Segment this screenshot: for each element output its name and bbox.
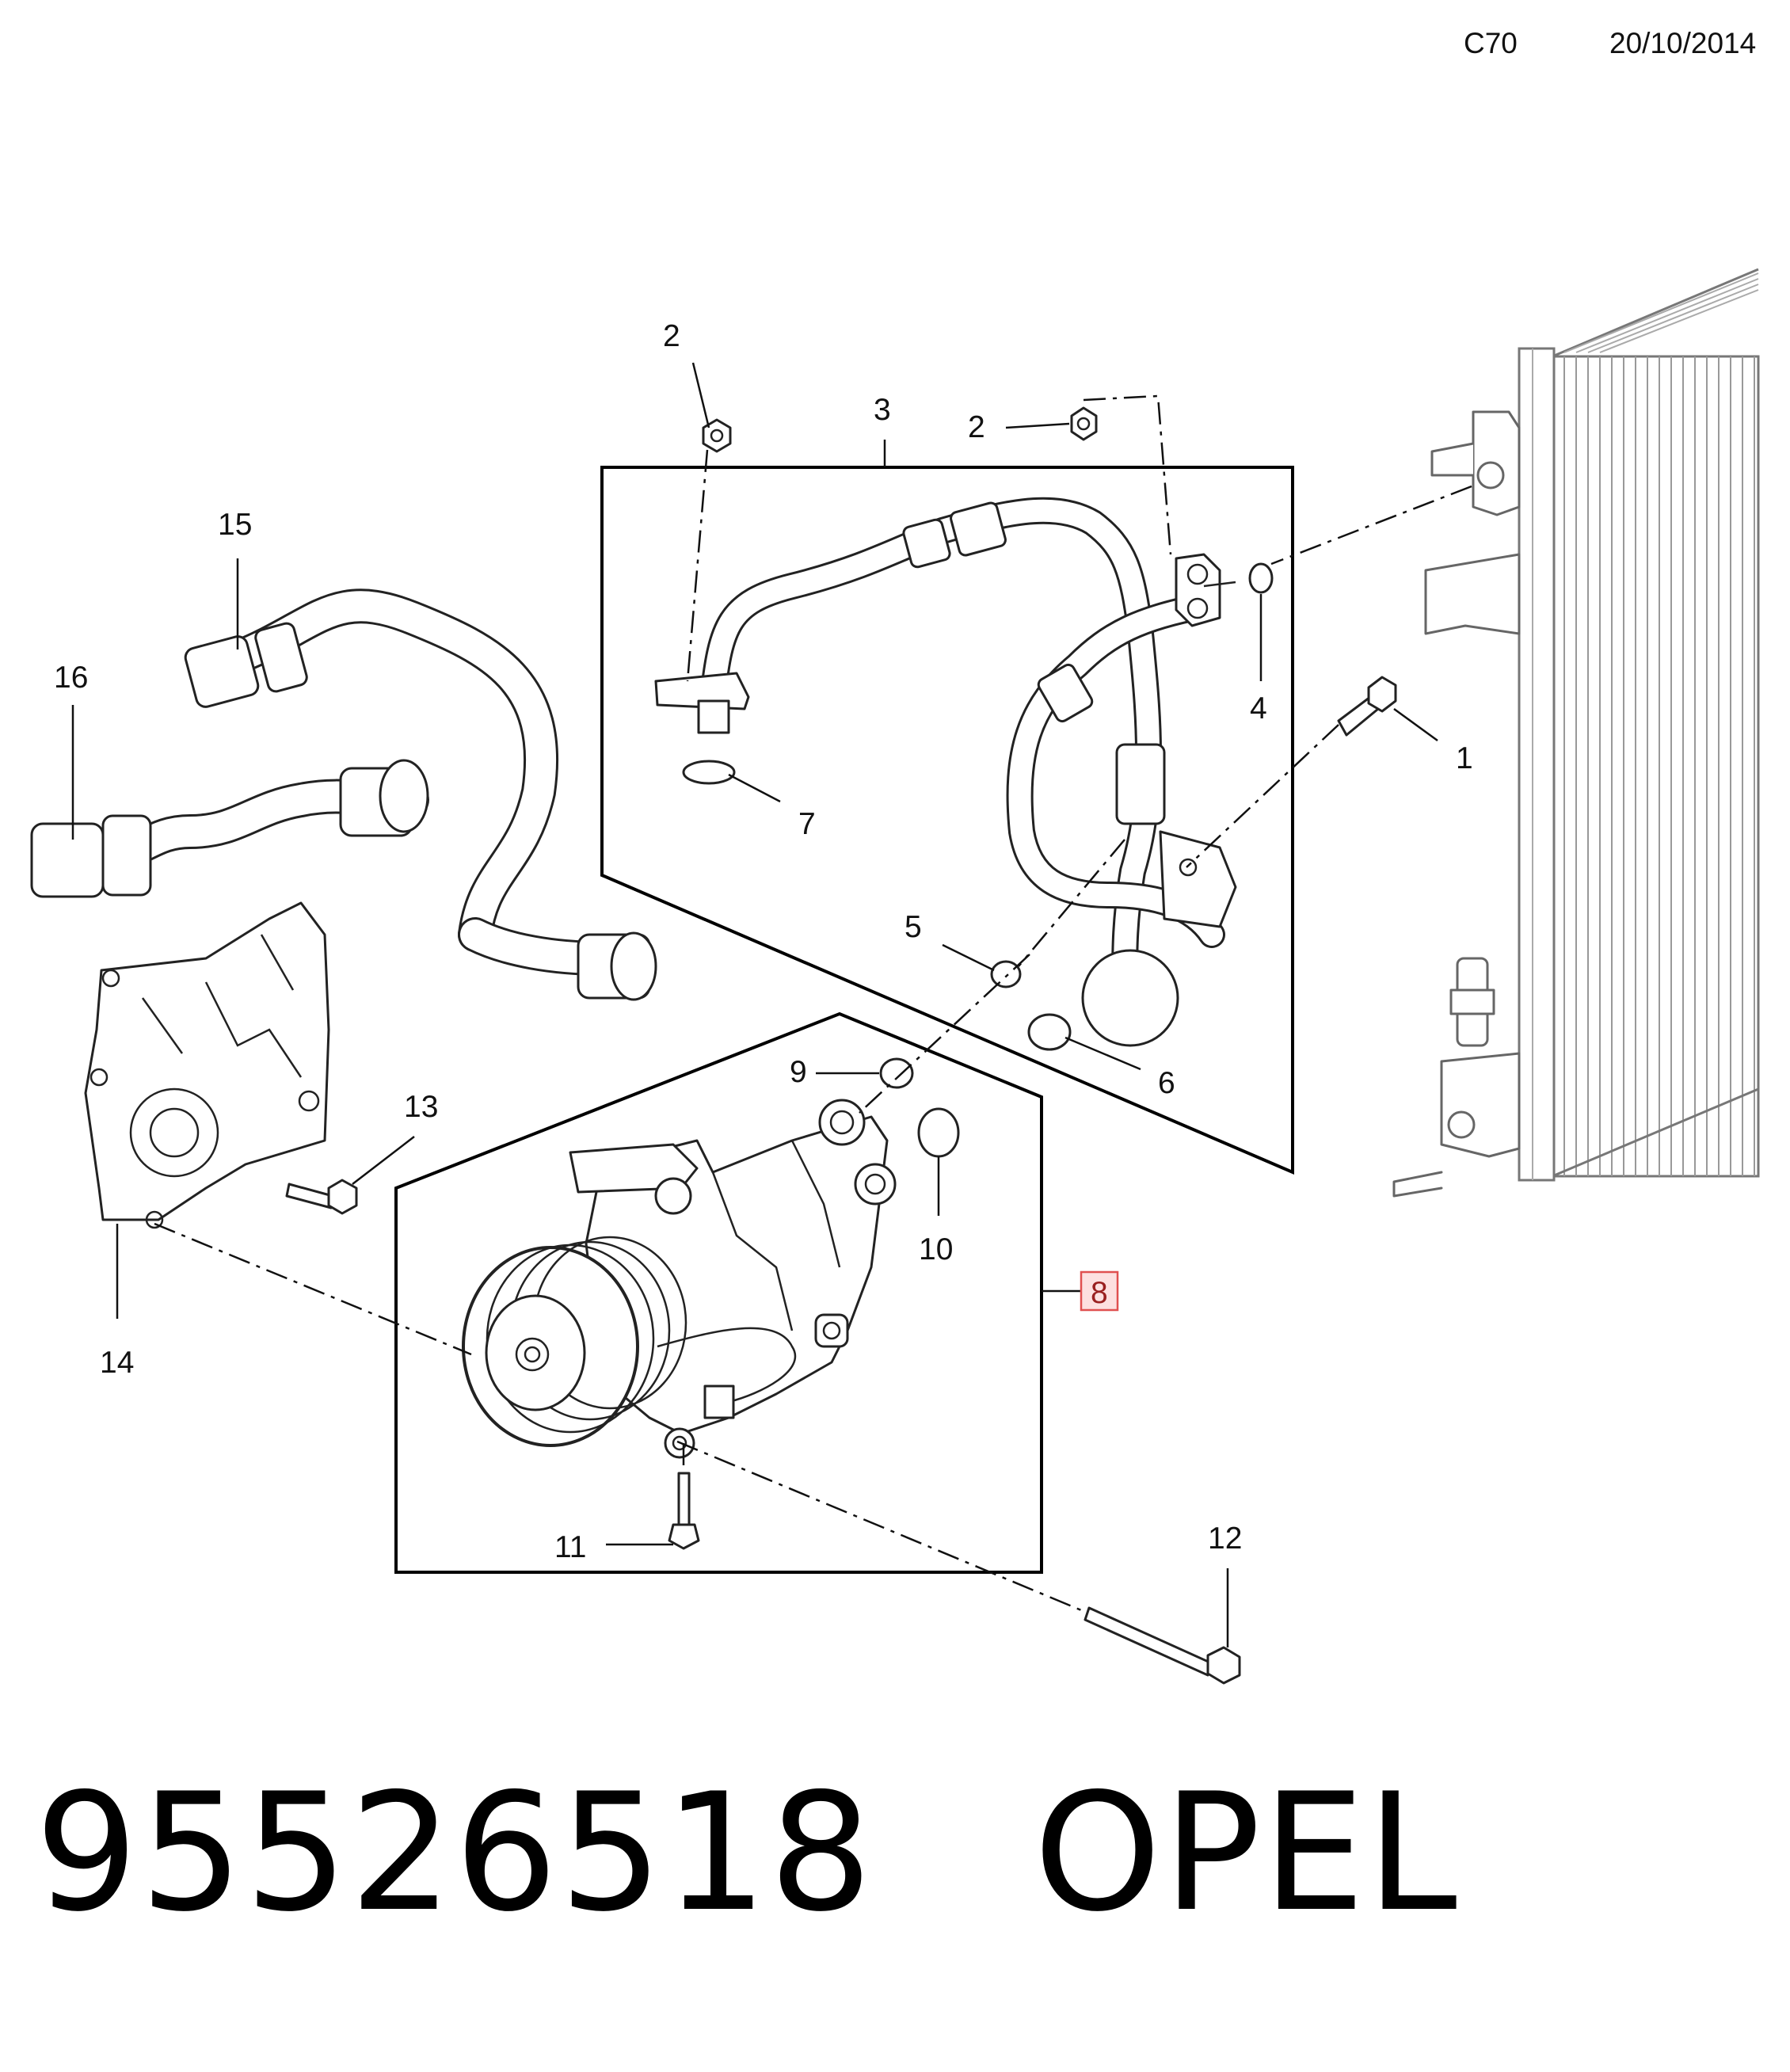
callout-12: 12 <box>1208 1522 1242 1556</box>
callout-14: 14 <box>100 1346 134 1380</box>
callout-6: 6 <box>1158 1066 1175 1100</box>
diagram-date: 20/10/2014 <box>1609 27 1757 59</box>
callout-2-top: 2 <box>663 319 680 353</box>
seal-5 <box>990 960 1022 988</box>
diagram-code: C70 <box>1464 27 1518 59</box>
callout-9: 9 <box>790 1055 807 1089</box>
compressor-8 <box>462 1099 897 1459</box>
callout-1: 1 <box>1456 741 1473 775</box>
bolt-13 <box>285 1179 358 1215</box>
nut-2-top <box>702 418 732 453</box>
callout-3: 3 <box>874 393 891 427</box>
callout-5: 5 <box>905 910 922 944</box>
callout-16: 16 <box>54 661 88 695</box>
footer-caption: 95526518 OPEL <box>35 1773 1459 1935</box>
callout-7: 7 <box>798 807 816 841</box>
part-number: 95526518 <box>35 1759 874 1948</box>
coolant-hose-15 <box>184 588 657 1001</box>
assembly-frame-3 <box>600 466 1294 1175</box>
callout-11: 11 <box>554 1530 587 1564</box>
assembly-frame-8 <box>394 1011 1043 1574</box>
brand-name: OPEL <box>1033 1759 1459 1948</box>
bolt-11 <box>668 1472 700 1550</box>
callout-13: 13 <box>404 1090 438 1124</box>
callout-8-highlight <box>1080 1270 1119 1312</box>
callout-2-right: 2 <box>968 410 985 444</box>
callout-8: 8 <box>1091 1276 1108 1310</box>
refrigerant-hose-3 <box>654 497 1237 1047</box>
bolt-12 <box>1084 1606 1241 1685</box>
seal-7 <box>682 760 736 785</box>
condenser <box>1392 268 1760 1198</box>
seal-6 <box>1027 1013 1072 1051</box>
seal-4 <box>1248 562 1274 594</box>
callout-15: 15 <box>218 508 252 542</box>
callout-4: 4 <box>1250 691 1267 726</box>
seal-10 <box>917 1107 960 1158</box>
bolt-1 <box>1337 676 1397 737</box>
nut-2-right <box>1070 406 1098 441</box>
mounting-bracket-14 <box>84 901 330 1229</box>
coolant-hose-16 <box>30 759 429 898</box>
seal-9 <box>879 1057 914 1089</box>
callout-10: 10 <box>919 1232 953 1266</box>
